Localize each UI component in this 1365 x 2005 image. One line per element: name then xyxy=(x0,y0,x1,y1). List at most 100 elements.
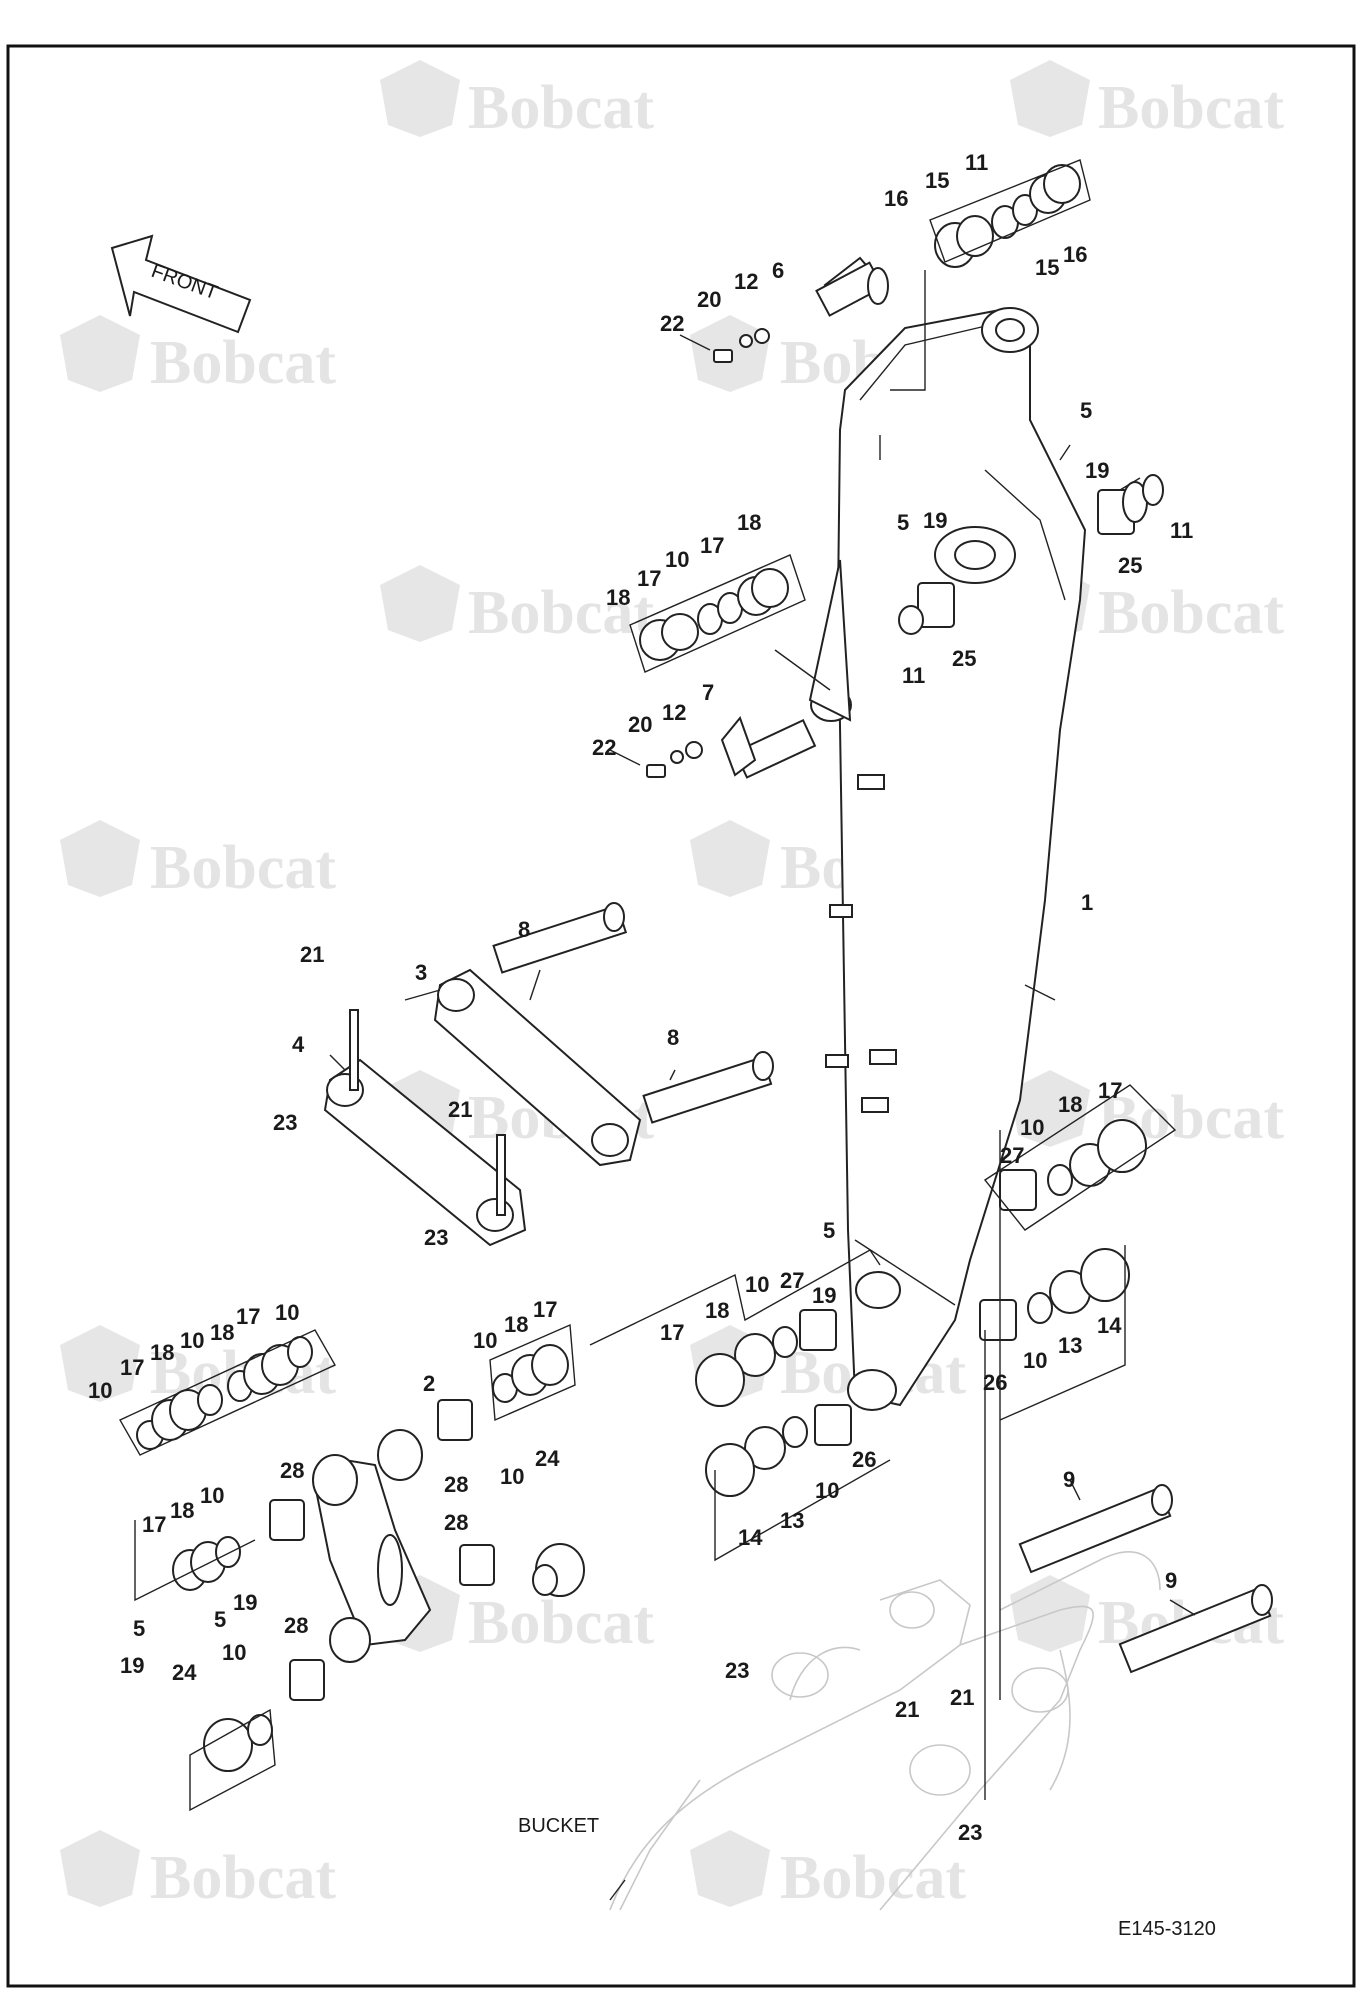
callout-16: 16 xyxy=(884,186,908,211)
watermark-logo: Bobcat xyxy=(60,1830,336,1912)
callout-12: 12 xyxy=(734,269,758,294)
watermark-logo: Bobcat xyxy=(380,565,654,647)
ring-group-right-lower xyxy=(979,1084,1177,1421)
link-4 xyxy=(323,1009,527,1247)
watermark-logo: Bobcat xyxy=(60,315,336,397)
callout-10: 10 xyxy=(222,1640,246,1665)
pin-6 xyxy=(713,256,889,363)
drawing-border xyxy=(6,44,1356,1988)
callout-23: 23 xyxy=(958,1820,982,1845)
ring-group-link xyxy=(119,1323,576,1456)
callout-28: 28 xyxy=(444,1510,468,1535)
callout-8: 8 xyxy=(667,1025,679,1050)
callout-19: 19 xyxy=(120,1653,144,1678)
callout-5: 5 xyxy=(823,1218,835,1243)
callout-19: 19 xyxy=(1085,458,1109,483)
callout-10: 10 xyxy=(275,1300,299,1325)
callout-10: 10 xyxy=(200,1483,224,1508)
callout-17: 17 xyxy=(1098,1078,1122,1103)
ring-group-left-upper xyxy=(629,554,831,691)
arm-body xyxy=(808,307,1087,1411)
callout-28: 28 xyxy=(444,1472,468,1497)
callout-9: 9 xyxy=(1063,1467,1075,1492)
bushing-25 xyxy=(898,474,1164,635)
ring-group-lower-left xyxy=(134,1520,585,1812)
link-3 xyxy=(433,968,642,1167)
pin-7 xyxy=(646,715,817,779)
pin-9-lower xyxy=(1118,1584,1273,1674)
callout-11: 11 xyxy=(1170,518,1193,543)
ring-group-center xyxy=(589,1249,891,1562)
callout-23: 23 xyxy=(424,1225,448,1250)
callout-24: 24 xyxy=(535,1446,560,1471)
callout-10: 10 xyxy=(745,1272,769,1297)
callout-labels: 1 2 3 4 5 5 5 5 5 6 7 8 8 9 9 10 10 10 1… xyxy=(88,150,1193,1845)
watermark-text: Bobcat xyxy=(150,1844,336,1912)
callout-3: 3 xyxy=(415,960,427,985)
callout-18: 18 xyxy=(737,510,761,535)
watermark-text: Bobcat xyxy=(1098,579,1284,647)
watermark-logo: Bobcat xyxy=(60,820,336,902)
callout-14: 14 xyxy=(1097,1313,1122,1338)
callout-17: 17 xyxy=(120,1355,144,1380)
callout-28: 28 xyxy=(280,1458,304,1483)
callout-17: 17 xyxy=(660,1320,684,1345)
callout-22: 22 xyxy=(592,735,616,760)
callout-5: 5 xyxy=(1080,398,1092,423)
callout-17: 17 xyxy=(142,1512,166,1537)
callout-27: 27 xyxy=(780,1268,804,1293)
watermark-logo: Bobcat xyxy=(690,1830,966,1912)
callout-8: 8 xyxy=(518,917,530,942)
callout-10: 10 xyxy=(500,1464,524,1489)
callout-10: 10 xyxy=(1020,1115,1044,1140)
callout-21: 21 xyxy=(950,1685,974,1710)
callout-11: 11 xyxy=(965,150,988,175)
callout-18: 18 xyxy=(705,1298,729,1323)
bucket-outline xyxy=(609,1130,1161,1911)
callout-13: 13 xyxy=(1058,1333,1082,1358)
callout-27: 27 xyxy=(1000,1143,1024,1168)
watermark-text: Bobcat xyxy=(1098,74,1284,142)
callout-17: 17 xyxy=(700,533,724,558)
callout-13: 13 xyxy=(780,1508,804,1533)
front-arrow: FRONT xyxy=(110,234,252,334)
callout-4: 4 xyxy=(292,1032,305,1057)
callout-15: 15 xyxy=(1035,255,1059,280)
watermark-text: Bobcat xyxy=(780,1844,966,1912)
watermark-text: Bobcat xyxy=(150,329,336,397)
callout-5: 5 xyxy=(897,510,909,535)
pin-9-upper xyxy=(1018,1484,1173,1574)
callout-19: 19 xyxy=(923,508,947,533)
callout-10: 10 xyxy=(665,547,689,572)
callout-18: 18 xyxy=(170,1498,194,1523)
watermark-text: Bobcat xyxy=(468,74,654,142)
callout-21: 21 xyxy=(895,1697,919,1722)
ring-group-top xyxy=(890,159,1091,391)
callout-26: 26 xyxy=(852,1447,876,1472)
callout-25: 25 xyxy=(952,646,976,671)
callout-17: 17 xyxy=(533,1297,557,1322)
callout-18: 18 xyxy=(210,1320,234,1345)
callout-9: 9 xyxy=(1165,1568,1177,1593)
watermark-text: Bobcat xyxy=(150,834,336,902)
callout-6: 6 xyxy=(772,258,784,283)
callout-17: 17 xyxy=(236,1304,260,1329)
link-2 xyxy=(312,1429,432,1663)
watermark-text: Bobcat xyxy=(468,579,654,647)
callout-25: 25 xyxy=(1118,553,1142,578)
callout-15: 15 xyxy=(925,168,949,193)
watermark-text: Bobcat xyxy=(468,1589,654,1657)
callout-24: 24 xyxy=(172,1660,197,1685)
leader-lines xyxy=(329,334,1196,1901)
callout-23: 23 xyxy=(273,1110,297,1135)
callout-10: 10 xyxy=(1023,1348,1047,1373)
bucket-label: BUCKET xyxy=(518,1815,599,1837)
callout-20: 20 xyxy=(628,712,652,737)
watermark-logo: Bobcat xyxy=(380,60,654,142)
bushings-28 xyxy=(269,1399,495,1701)
callout-21: 21 xyxy=(448,1097,472,1122)
callout-18: 18 xyxy=(504,1312,528,1337)
callout-16: 16 xyxy=(1063,242,1087,267)
